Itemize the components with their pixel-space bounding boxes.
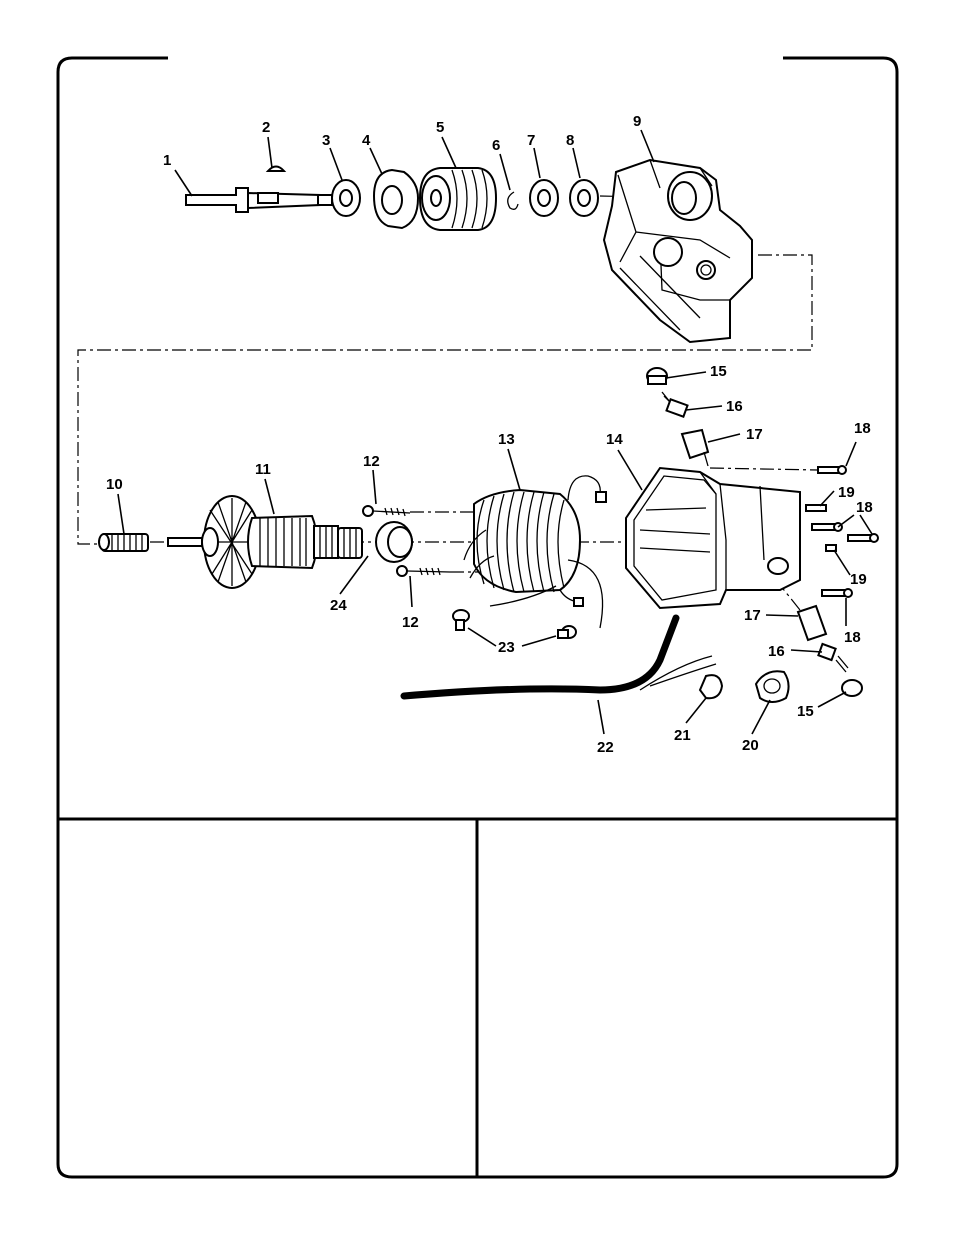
callout-21: 21 [674, 727, 691, 744]
screw-icon [825, 544, 837, 552]
callout-12-top: 12 [363, 453, 380, 470]
callout-14: 14 [606, 431, 623, 448]
screw-icon [362, 505, 411, 517]
gear-housing-icon [602, 158, 753, 344]
ball-bearing-icon [569, 179, 599, 217]
callout-17-bottom: 17 [744, 607, 761, 624]
callout-17-top: 17 [746, 426, 763, 443]
carbon-brush-icon [661, 391, 689, 418]
carbon-brush-icon [817, 642, 849, 673]
callout-9: 9 [633, 113, 641, 130]
callout-8: 8 [566, 132, 574, 149]
callout-19-a: 19 [838, 484, 855, 501]
retaining-ring-icon [507, 191, 519, 210]
woodruff-key-icon [265, 165, 287, 172]
callout-13: 13 [498, 431, 515, 448]
brush-holder-icon [796, 604, 828, 642]
callout-16-top: 16 [726, 398, 743, 415]
callout-19-b: 19 [850, 571, 867, 588]
callout-6: 6 [492, 137, 500, 154]
brush-cap-icon [646, 367, 668, 385]
screw-icon [817, 465, 847, 475]
callout-5: 5 [436, 119, 444, 136]
screw-icon [821, 588, 853, 598]
callout-22: 22 [597, 739, 614, 756]
callout-18-b: 18 [856, 499, 873, 516]
bearing-retainer-plate-icon [372, 168, 420, 230]
callout-24: 24 [330, 597, 347, 614]
screw-icon [557, 625, 577, 639]
callout-10: 10 [106, 476, 123, 493]
cord-clamp-icon [698, 674, 724, 700]
motor-housing-icon [625, 466, 801, 610]
callout-3: 3 [322, 132, 330, 149]
callout-16-bottom: 16 [768, 643, 785, 660]
leader-lines [117, 129, 873, 735]
power-cord-icon [400, 614, 717, 700]
callout-12-bottom: 12 [402, 614, 419, 631]
callout-labels: 1 2 3 4 5 6 7 8 9 10 11 12 13 14 15 16 1… [106, 113, 873, 756]
screw-icon [811, 522, 843, 532]
page-frame [56, 56, 899, 1179]
brush-cap-icon [841, 679, 863, 697]
callout-18-a: 18 [854, 420, 871, 437]
callout-15-bottom: 15 [797, 703, 814, 720]
callout-2: 2 [262, 119, 270, 136]
callout-7: 7 [527, 132, 535, 149]
callout-15-top: 15 [710, 363, 727, 380]
field-coil-stator-icon [463, 475, 607, 629]
ball-bearing-icon [529, 179, 559, 217]
screw-icon [396, 565, 451, 577]
screw-icon [452, 609, 470, 631]
callout-20: 20 [742, 737, 759, 754]
screw-icon [847, 533, 879, 543]
multi-groove-pulley-icon [418, 167, 498, 231]
callout-11: 11 [255, 461, 271, 478]
screw-icon [805, 504, 827, 512]
brush-holder-icon [680, 428, 710, 467]
bearing-cap-icon [375, 521, 413, 563]
callout-4: 4 [362, 132, 371, 149]
cord-clamp-icon [754, 670, 790, 703]
armature-rotor-icon [167, 495, 363, 589]
spindle-shaft-icon [185, 187, 333, 213]
ball-bearing-icon [331, 179, 361, 217]
callout-1: 1 [163, 152, 171, 169]
callout-18-c: 18 [844, 629, 861, 646]
spacer-sleeve-icon [98, 533, 149, 552]
callout-23: 23 [498, 639, 515, 656]
